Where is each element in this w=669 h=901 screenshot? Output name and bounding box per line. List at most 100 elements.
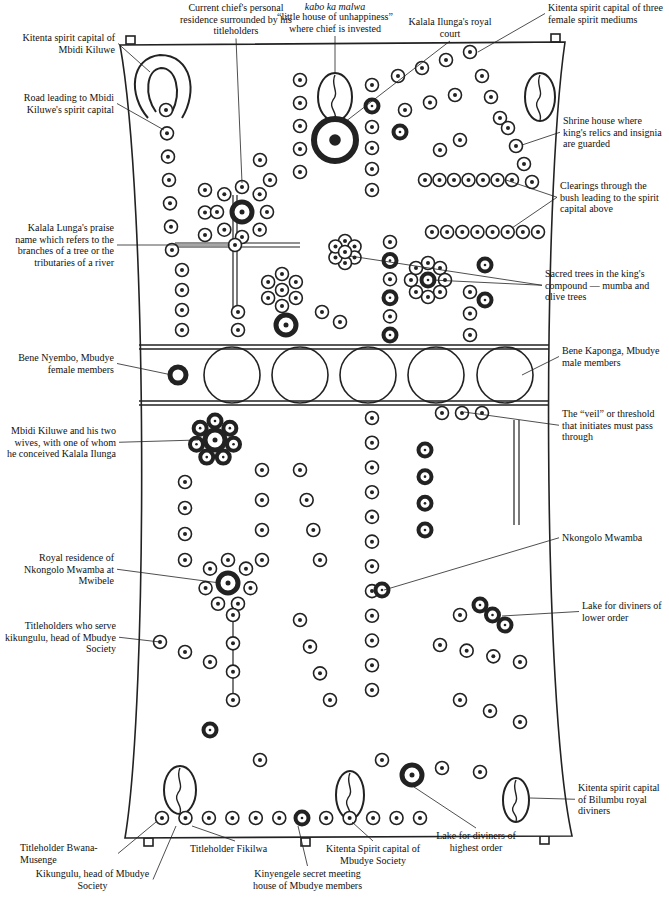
bead	[227, 637, 240, 650]
bead	[227, 665, 240, 678]
bead	[176, 264, 189, 277]
bead	[464, 329, 477, 342]
leader-line	[464, 412, 559, 425]
bead	[441, 226, 454, 239]
bead	[294, 464, 307, 477]
annotation-label: Clearings through the bush leading to th…	[560, 180, 666, 215]
annotation-label: Kitenta spirit capital of Bilumbu royal …	[578, 782, 666, 817]
bead	[366, 486, 379, 499]
bead	[227, 694, 240, 707]
bead	[439, 274, 452, 287]
bead	[199, 229, 212, 242]
bead	[366, 184, 379, 197]
bead	[324, 694, 337, 707]
bead	[474, 599, 487, 612]
annotation-label: Kitenta spirit capital of three female s…	[548, 2, 666, 25]
bead	[253, 223, 266, 236]
bead	[194, 422, 207, 435]
bead	[289, 276, 302, 289]
bead	[294, 97, 307, 110]
bead	[307, 524, 320, 537]
annotation-label: Kalala Ilunga's royal court	[400, 16, 500, 39]
leader-line	[530, 798, 575, 799]
bead	[294, 143, 307, 156]
bead	[434, 144, 447, 157]
bead	[479, 294, 492, 307]
bead	[366, 436, 379, 449]
leader-line	[153, 826, 176, 880]
leader-line	[236, 39, 242, 184]
bead	[232, 324, 245, 337]
bead	[510, 140, 523, 153]
bead	[179, 476, 192, 489]
bead	[244, 582, 257, 595]
bead	[261, 206, 274, 219]
leader-line	[117, 569, 220, 583]
bead	[514, 716, 527, 729]
leader-line	[298, 826, 308, 866]
leader-line	[117, 104, 164, 131]
annotation-label: Kinyengele secret meeting house of Mbudy…	[245, 868, 370, 891]
bead	[254, 754, 267, 767]
leader-line	[506, 180, 557, 197]
leader-line	[118, 822, 156, 854]
bead	[366, 634, 379, 647]
bead	[419, 444, 432, 457]
bead	[419, 174, 432, 187]
bead	[227, 609, 240, 622]
bead	[176, 324, 189, 337]
bead	[426, 226, 439, 239]
bead	[419, 524, 432, 537]
bead	[160, 104, 173, 117]
annotation-label: Shrine house where king's relics and ins…	[563, 115, 665, 150]
leader-line	[345, 41, 450, 122]
bead	[314, 554, 327, 567]
bead	[176, 284, 189, 297]
annotation-label: Titleholder Fikilwa	[190, 843, 280, 855]
bead	[518, 158, 531, 171]
bead	[223, 422, 236, 435]
leader-line	[350, 256, 542, 285]
bead	[405, 274, 418, 287]
leader-line	[502, 612, 579, 617]
bead	[464, 46, 477, 59]
bead	[226, 812, 239, 825]
bead	[314, 667, 327, 680]
bead	[409, 261, 422, 274]
bead	[222, 554, 235, 567]
annotation-label: Kalala Lunga's praise name which refers …	[4, 222, 114, 268]
bead	[366, 163, 379, 176]
bead	[273, 812, 286, 825]
bead	[232, 202, 252, 222]
bead	[227, 438, 240, 451]
bead	[296, 812, 309, 825]
leader-line	[512, 197, 557, 228]
bead	[456, 226, 469, 239]
bead	[218, 188, 231, 201]
bead	[484, 705, 497, 718]
bead	[179, 812, 192, 825]
leader-line	[414, 787, 476, 828]
bead	[390, 812, 403, 825]
bead	[316, 306, 329, 319]
bead	[366, 560, 379, 573]
bead	[434, 286, 447, 299]
bead	[436, 407, 449, 420]
bead	[304, 640, 317, 653]
bead	[212, 597, 225, 610]
bead	[366, 121, 379, 134]
bead	[179, 502, 192, 515]
annotation-label: Lake for diviners of highest order	[430, 830, 522, 853]
bead	[471, 226, 484, 239]
bead	[436, 762, 449, 775]
annotation-label: Road leading to Mbidi Kiluwe's spirit ca…	[8, 92, 114, 115]
bead	[294, 120, 307, 133]
bead	[516, 226, 529, 239]
bead	[384, 254, 397, 267]
annotation-label: Kitenta spirit capital of Mbidi Kiluwe	[12, 32, 115, 55]
bead	[199, 206, 212, 219]
annotation-label: Lake for diviners of lower order	[582, 600, 666, 623]
bead	[294, 74, 307, 87]
annotation-label: Bene Nyembo, Mbudye female members	[4, 352, 114, 375]
annotation-label: Nkongolo Mwamba	[562, 532, 662, 544]
